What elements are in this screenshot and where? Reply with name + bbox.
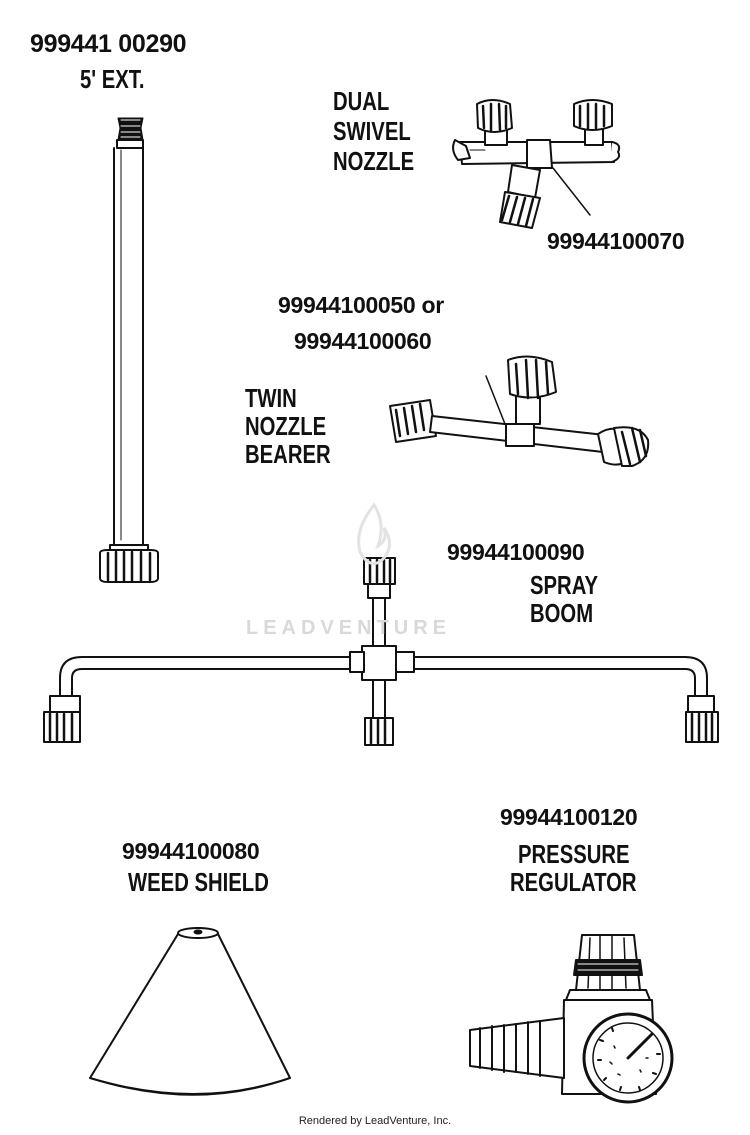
twin-nozzle-part-number-1: 99944100050 or	[278, 292, 444, 318]
spray-boom-label-line-1: SPRAY	[530, 570, 599, 600]
footer-credit: Rendered by LeadVenture, Inc.	[298, 1115, 452, 1127]
dual-swivel-label-line-1: DUAL	[333, 86, 390, 116]
spray-boom-drawing	[43, 557, 719, 746]
weed-shield-part-number: 99944100080	[122, 838, 260, 864]
twin-nozzle-label-line-2: NOZZLE	[245, 411, 327, 441]
weed-shield-drawing	[89, 927, 291, 1096]
watermark-text: LEADVENTURE	[246, 617, 452, 639]
twin-nozzle-label-line-3: BEARER	[245, 439, 331, 469]
dual-swivel-label-line-3: NOZZLE	[333, 146, 415, 176]
pressure-regulator-drawing	[469, 934, 674, 1104]
extension-tube-drawing	[99, 117, 159, 583]
spray-boom-part-number: 99944100090	[447, 539, 585, 565]
extension-caption: 5' EXT.	[80, 64, 145, 94]
pressure-regulator-label-line-1: PRESSURE	[518, 839, 630, 869]
twin-nozzle-bearer-drawing	[389, 355, 650, 467]
pressure-regulator-label-line-2: REGULATOR	[510, 867, 637, 897]
twin-nozzle-part-number-2: 99944100060	[294, 328, 432, 354]
watermark-flame-icon	[357, 502, 391, 566]
spray-boom-label-line-2: BOOM	[530, 598, 594, 628]
weed-shield-caption: WEED SHIELD	[128, 867, 269, 897]
twin-nozzle-label-line-1: TWIN	[245, 383, 297, 413]
dual-swivel-nozzle-drawing	[452, 99, 621, 229]
dual-swivel-part-number: 99944100070	[547, 228, 685, 254]
dual-swivel-label-line-2: SWIVEL	[333, 116, 411, 146]
extension-part-number: 999441 00290	[30, 30, 187, 58]
pressure-regulator-part-number: 99944100120	[500, 804, 638, 830]
